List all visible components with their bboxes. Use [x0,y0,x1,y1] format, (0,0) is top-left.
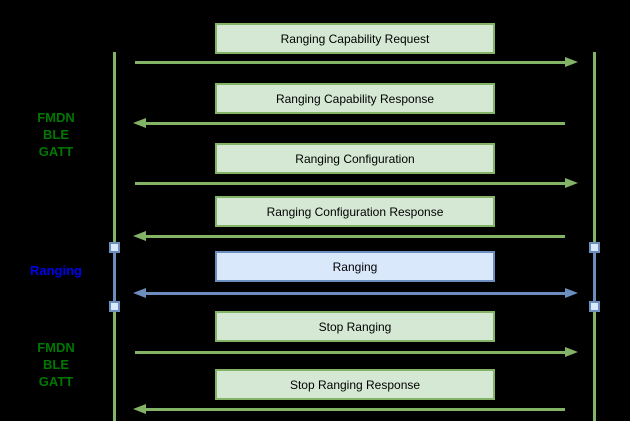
activation-bar-right [593,247,596,306]
message-box: Ranging Capability Request [215,23,495,54]
arrowhead-right-icon [565,347,578,357]
activation-endpoint [589,301,600,312]
arrowhead-right-icon [565,178,578,188]
message-label: Ranging Configuration Response [266,204,444,219]
arrowhead-left-icon [133,404,146,414]
left-lifeline [113,52,116,421]
message-arrow-left [133,117,578,130]
message-arrow-left [133,403,578,416]
right-lifeline [593,52,596,421]
message-box: Ranging Configuration [215,143,495,174]
message-arrow-right [133,177,578,190]
activation-bar-left [113,247,116,306]
message-label: Ranging Capability Request [280,31,430,46]
phase-label-ranging: Ranging [30,263,82,278]
message-arrow-left [133,230,578,243]
message-label: Stop Ranging [318,319,392,334]
activation-endpoint [109,242,120,253]
arrowhead-left-icon [133,288,146,298]
activation-endpoint [109,301,120,312]
message-label: Stop Ranging Response [289,377,421,392]
phase-label-fmdn-ble-gatt-bottom: FMDN BLE GATT [37,340,75,389]
message-arrow-right [133,346,578,359]
message-label: Ranging Configuration [295,151,415,166]
phase-label-fmdn-ble-gatt-top: FMDN BLE GATT [37,110,75,159]
message-label: Ranging Capability Response [275,91,435,106]
message-arrow-both [133,287,578,300]
message-arrow-right [133,56,578,69]
message-label: Ranging [332,259,378,274]
message-box: Ranging Configuration Response [215,196,495,227]
message-box: Ranging Capability Response [215,83,495,114]
message-box: Stop Ranging [215,311,495,342]
arrowhead-right-icon [565,288,578,298]
message-box: Ranging [215,251,495,282]
message-box: Stop Ranging Response [215,369,495,400]
activation-endpoint [589,242,600,253]
arrowhead-left-icon [133,118,146,128]
arrowhead-right-icon [565,57,578,67]
arrowhead-left-icon [133,231,146,241]
